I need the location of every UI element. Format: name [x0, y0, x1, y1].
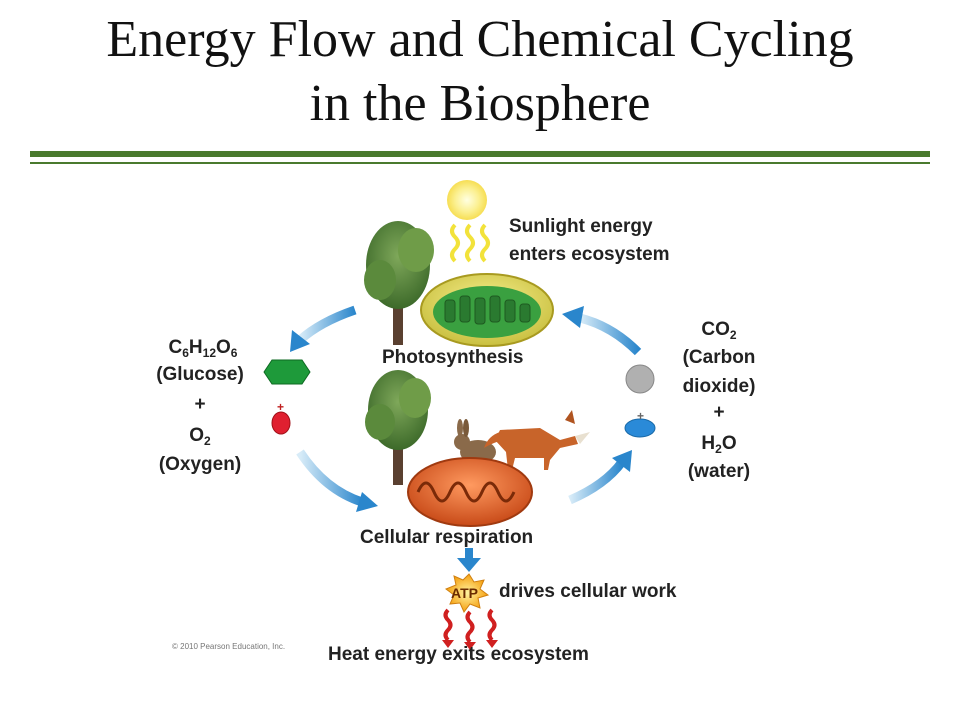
arrow-bottom-right — [568, 459, 626, 505]
sunlight-label: Sunlight energy enters ecosystem — [509, 215, 670, 267]
tree-icon — [365, 370, 431, 485]
co2-formula: CO2 — [660, 318, 778, 347]
co2-name-line1: (Carbon — [682, 347, 756, 368]
fox-icon — [484, 410, 590, 470]
glucose-name: (Glucose) — [156, 364, 244, 385]
glucose-c: C — [168, 337, 183, 358]
glucose-o: O — [216, 337, 231, 358]
arrow-bottom-right-head — [612, 450, 632, 472]
photosynthesis-label: Photosynthesis — [382, 347, 524, 368]
arrow-bottom-left-head — [356, 492, 378, 512]
arrow-top-right-head — [562, 306, 584, 328]
glucose-molecule-icon — [263, 359, 311, 385]
sun-icon — [447, 180, 490, 263]
glucose-formula: C6H12O6 — [148, 336, 258, 365]
water-sub: 2 — [715, 442, 722, 456]
title-rule-thin — [30, 162, 930, 164]
co2-sub: 2 — [729, 328, 737, 342]
oxygen-name: (Oxygen) — [158, 454, 242, 475]
oxygen-molecule-icon — [271, 411, 291, 435]
oxygen-sub: 2 — [204, 434, 211, 448]
heat-exit-label: Heat energy exits ecosystem — [328, 644, 589, 665]
oxygen-o: O — [189, 425, 205, 446]
water-o: O — [721, 433, 737, 454]
sunlight-label-line1: Sunlight energy — [509, 216, 653, 237]
cellular-respiration-label: Cellular respiration — [360, 527, 534, 548]
title-line-2: in the Biosphere — [309, 75, 651, 132]
plus-right: + — [713, 402, 725, 423]
water-name: (water) — [687, 461, 751, 482]
title-rule-thick — [30, 151, 930, 157]
glucose-h: H — [188, 337, 203, 358]
co2-molecule-icon — [625, 364, 655, 394]
mitochondrion-icon — [407, 457, 533, 527]
heat-icon — [443, 608, 497, 644]
sunlight-label-line2: enters ecosystem — [509, 244, 670, 265]
oxygen-formula: O2 — [138, 424, 262, 453]
water-molecule-icon — [624, 418, 656, 438]
drives-work-label: drives cellular work — [499, 581, 677, 602]
chloroplast-icon — [420, 273, 554, 347]
copyright-text: © 2010 Pearson Education, Inc. — [172, 642, 286, 651]
small-plus-left: + — [277, 400, 285, 414]
arrow-down-stem — [465, 548, 473, 560]
water-formula: H2O — [660, 432, 778, 461]
slide-title: Energy Flow and Chemical Cycling in the … — [0, 8, 960, 136]
glucose-o-sub: 6 — [230, 346, 238, 360]
atp-label: ATP — [451, 585, 478, 601]
arrow-top-left — [296, 305, 357, 344]
arrow-bottom-left — [296, 449, 364, 507]
title-line-1: Energy Flow and Chemical Cycling — [106, 11, 854, 68]
co2-co: CO — [701, 319, 730, 340]
plus-left: + — [194, 394, 206, 415]
atp-burst-icon — [444, 573, 490, 613]
water-h: H — [701, 433, 716, 454]
glucose-c-sub: 6 — [182, 346, 189, 360]
tree-icon — [364, 221, 434, 345]
arrow-top-right — [578, 313, 642, 356]
small-plus-right: + — [637, 409, 645, 423]
arrow-down-head — [457, 558, 481, 572]
arrow-top-left-head — [290, 330, 310, 352]
cycle-arrows — [290, 305, 642, 572]
co2-name-line2: dioxide) — [682, 376, 756, 397]
glucose-h-sub: 12 — [202, 346, 217, 360]
